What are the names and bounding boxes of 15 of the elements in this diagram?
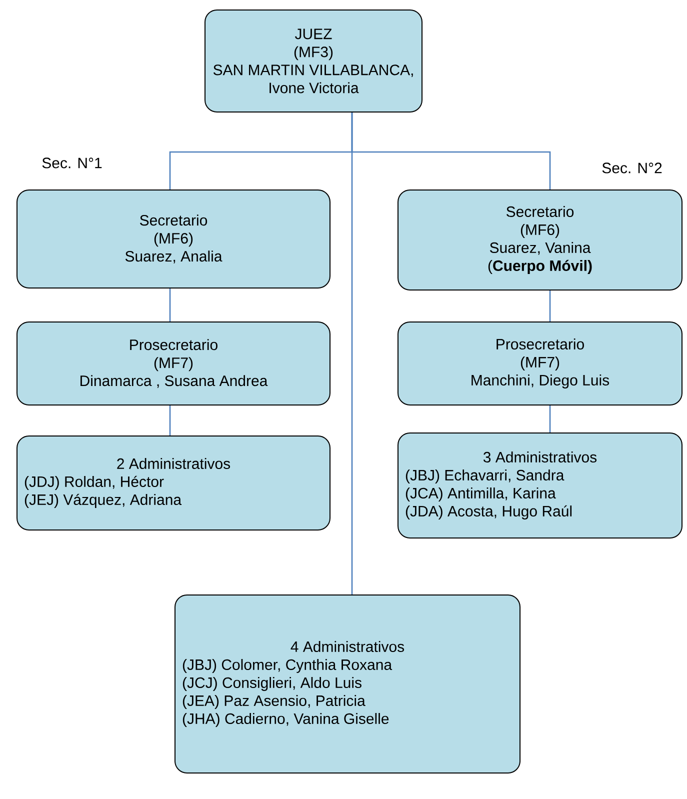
org-box: 3 Administrativos (JBJ) Echavarri, Sandra (JCA) Antimilla, Karina (JDA) Acosta, Hugo Raúl <box>398 432 682 538</box>
org-box: Prosecretario (MF7) Manchini, Diego Luis <box>398 322 682 406</box>
org-box: 4 Administrativos (JBJ) Colomer, Cynthia Roxana (JCJ) Consiglieri, Aldo Luis (JEA) Paz Asensio, Patricia (JHA) Cadierno, Vanina Giselle <box>174 594 520 774</box>
section-label: Sec. N°1 <box>42 158 102 168</box>
connector-line <box>351 112 353 594</box>
connector-line <box>549 406 551 432</box>
org-box: 2 Administrativos (JDJ) Roldan, Héctor (JEJ) Vázquez, Adriana <box>16 436 330 530</box>
connector-line <box>169 288 171 322</box>
org-box: JUEZ (MF3) SAN MARTIN VILLABLANCA, Ivone Victoria <box>204 9 422 112</box>
org-box: Secretario (MF6) Suarez, Analia <box>16 190 330 288</box>
org-box: Secretario (MF6) Suarez, Vanina (Cuerpo Móvil) <box>398 190 682 290</box>
connector-line <box>169 406 171 436</box>
org-box: Prosecretario (MF7) Dinamarca , Susana Andrea <box>16 322 330 406</box>
section-label: Sec. N°2 <box>602 162 662 174</box>
connector-line <box>549 290 551 322</box>
